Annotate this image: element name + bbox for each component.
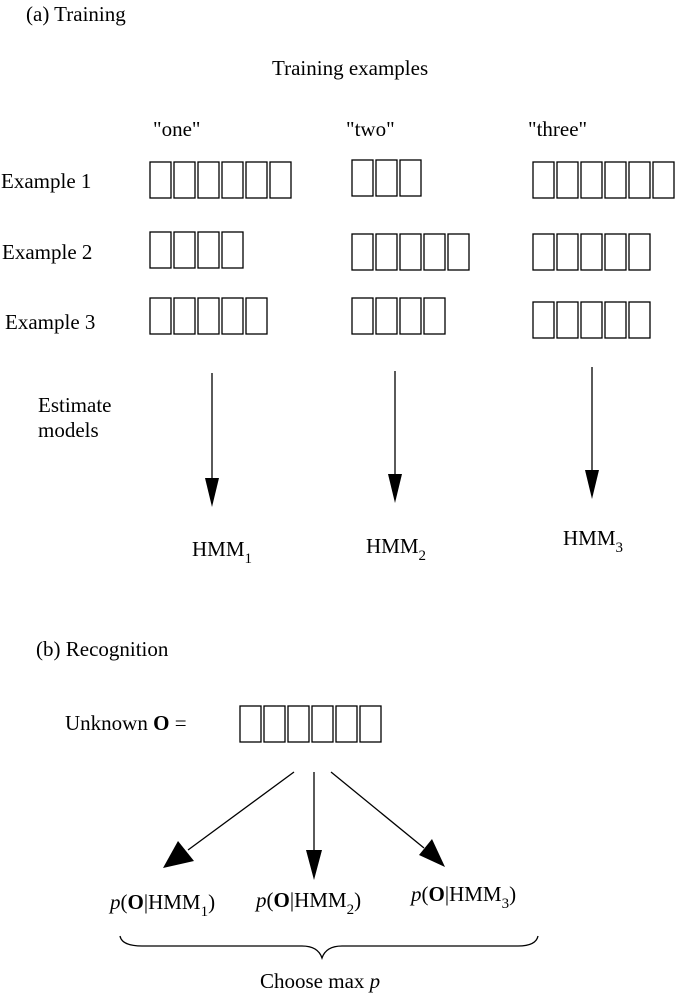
observation-frame [399, 159, 422, 197]
unknown-observation-frame [359, 705, 382, 743]
observation-frame [221, 161, 244, 199]
observation-frame [556, 161, 579, 199]
observation-frame [628, 233, 651, 271]
training-heading: Training examples [272, 56, 428, 80]
observation-frame [197, 161, 220, 199]
training-section-label: (a) Training [26, 2, 126, 26]
observation-frame [423, 297, 446, 335]
training-frame-sequences [149, 159, 675, 339]
observation-frame [580, 161, 603, 199]
unknown-observation-frame [335, 705, 358, 743]
estimate-arrow-1 [205, 373, 219, 507]
observation-frame [580, 301, 603, 339]
unknown-frame-sequence [239, 705, 382, 743]
unknown-observation-frame [287, 705, 310, 743]
observation-frame [375, 297, 398, 335]
hmm-model-2: HMM2 [366, 534, 426, 564]
row-label-example-2: Example 2 [2, 240, 92, 264]
observation-frame [628, 161, 651, 199]
row-label-example-3: Example 3 [5, 310, 95, 334]
observation-frame [532, 233, 555, 271]
column-label-two: "two" [346, 117, 395, 141]
hmm-model-1: HMM1 [192, 537, 252, 567]
observation-frame [604, 161, 627, 199]
observation-frame [351, 297, 374, 335]
observation-frame [245, 297, 268, 335]
probability-hmm-3: p(O|HMM3) [409, 882, 516, 912]
observation-frame [628, 301, 651, 339]
observation-frame [399, 233, 422, 271]
column-label-three: "three" [528, 117, 587, 141]
observation-frame [652, 161, 675, 199]
observation-frame [197, 231, 220, 269]
choose-max-label: Choose max p [260, 969, 380, 993]
unknown-observation-label: Unknown O = [65, 711, 187, 735]
observation-frame [447, 233, 470, 271]
observation-frame [556, 233, 579, 271]
observation-frame [375, 233, 398, 271]
observation-frame [351, 159, 374, 197]
unknown-observation-frame [311, 705, 334, 743]
observation-frame [269, 161, 292, 199]
estimate-arrow-3 [585, 367, 599, 499]
observation-frame [149, 231, 172, 269]
observation-frame [173, 231, 196, 269]
recognition-arrow-1 [163, 771, 295, 868]
recognition-arrow-2 [306, 772, 322, 880]
observation-frame [604, 301, 627, 339]
estimate-label-line1: Estimate [38, 393, 111, 417]
observation-frame [532, 301, 555, 339]
observation-frame [399, 297, 422, 335]
observation-frame [604, 233, 627, 271]
estimate-label-line2: models [38, 418, 99, 442]
observation-frame [351, 233, 374, 271]
probability-hmm-1: p(O|HMM1) [108, 890, 215, 920]
recognition-section-label: (b) Recognition [36, 637, 169, 661]
probability-hmm-2: p(O|HMM2) [254, 888, 361, 918]
observation-frame [173, 161, 196, 199]
observation-frame [556, 301, 579, 339]
observation-frame [532, 161, 555, 199]
observation-frame [149, 297, 172, 335]
observation-frame [245, 161, 268, 199]
unknown-observation-frame [263, 705, 286, 743]
row-label-example-1: Example 1 [1, 169, 91, 193]
observation-frame [221, 297, 244, 335]
observation-frame [197, 297, 220, 335]
recognition-arrow-3 [330, 771, 445, 867]
observation-frame [149, 161, 172, 199]
grouping-brace [119, 935, 539, 961]
column-label-one: "one" [153, 117, 200, 141]
observation-frame [580, 233, 603, 271]
estimate-arrow-2 [388, 371, 402, 503]
observation-frame [375, 159, 398, 197]
observation-frame [221, 231, 244, 269]
unknown-observation-frame [239, 705, 262, 743]
hmm-model-3: HMM3 [563, 526, 623, 556]
observation-frame [423, 233, 446, 271]
observation-frame [173, 297, 196, 335]
